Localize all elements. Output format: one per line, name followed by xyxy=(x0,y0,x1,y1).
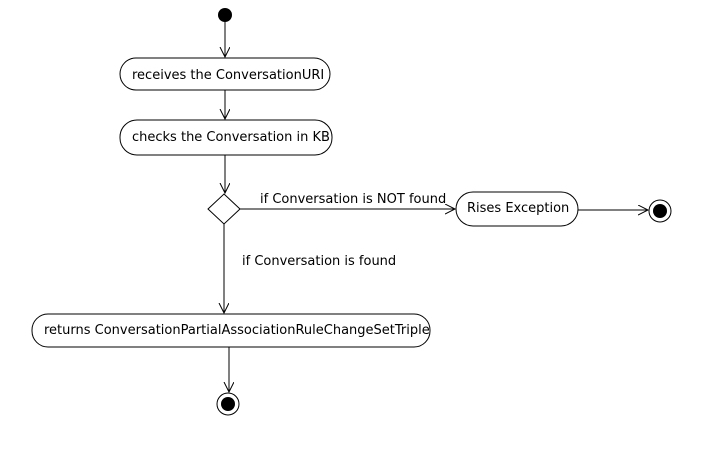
final-node-main xyxy=(216,392,240,416)
edge-label-not-found: if Conversation is NOT found xyxy=(260,192,446,207)
action-checks-conversation: checks the Conversation in KB xyxy=(119,119,333,156)
decision-node xyxy=(207,193,241,225)
action-rises-exception: Rises Exception xyxy=(455,191,579,227)
action-returns-shape xyxy=(31,313,431,348)
action-exception-label: Rises Exception xyxy=(467,201,569,216)
action-checks-label: checks the Conversation in KB xyxy=(132,130,330,145)
action-returns-label: returns ConversationPartialAssociationRu… xyxy=(44,323,430,338)
action-exception-shape xyxy=(455,191,579,227)
edge-label-found: if Conversation is found xyxy=(242,254,396,269)
action-checks-shape xyxy=(119,119,333,156)
action-receives-label: receives the ConversationURI xyxy=(132,68,324,83)
initial-node xyxy=(218,8,232,22)
action-receives-conversation-uri: receives the ConversationURI xyxy=(119,57,331,91)
action-returns-triple: returns ConversationPartialAssociationRu… xyxy=(31,313,431,348)
final-node-exception xyxy=(648,199,672,223)
